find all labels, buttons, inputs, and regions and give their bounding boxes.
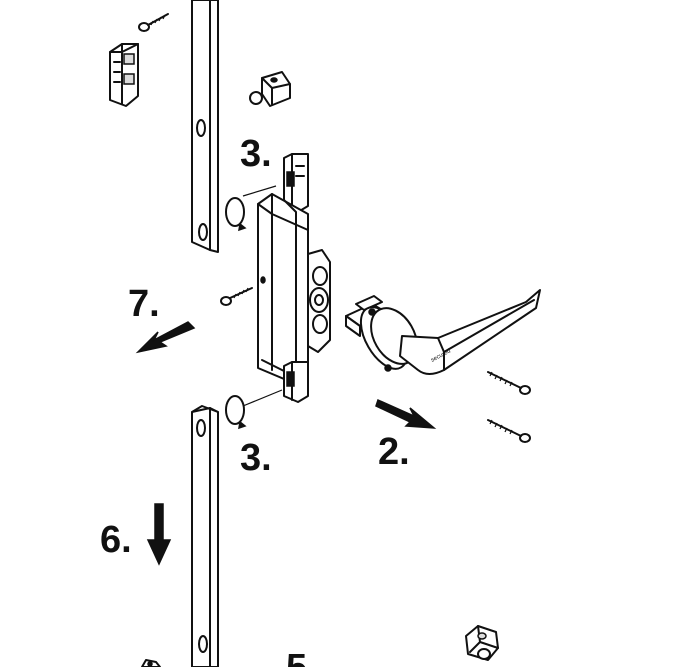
window-handle: secured (345, 289, 541, 375)
step-label-3-bottom: 3. (240, 437, 272, 479)
keeper-block-top-left (109, 43, 139, 107)
step-label-3-top: 3. (240, 133, 272, 175)
screw-middle-left (220, 287, 253, 306)
step-label-5: 5 (286, 647, 307, 667)
keeper-block-bottom-left (141, 659, 161, 667)
handle-screw-lower (487, 419, 531, 443)
step-label-7: 7. (128, 283, 160, 325)
roller-stud-bottom (465, 625, 499, 661)
arrow-step-2 (375, 398, 437, 429)
arrow-step-6 (146, 503, 172, 566)
lower-rail (191, 405, 219, 667)
gearbox-bottom-cap (283, 361, 309, 403)
step-label-6: 6. (100, 519, 132, 561)
screw-top-left (138, 13, 169, 32)
roller-stud-top (249, 71, 291, 107)
handle-screw-upper (487, 371, 531, 395)
gearbox (257, 193, 331, 385)
rotation-icon-bottom (225, 389, 283, 430)
rotation-icon-top (225, 185, 277, 232)
step-label-2: 2. (378, 431, 410, 473)
arrow-step-7 (135, 321, 196, 354)
gearbox-top-cap (283, 153, 309, 213)
upper-rail (191, 0, 219, 253)
